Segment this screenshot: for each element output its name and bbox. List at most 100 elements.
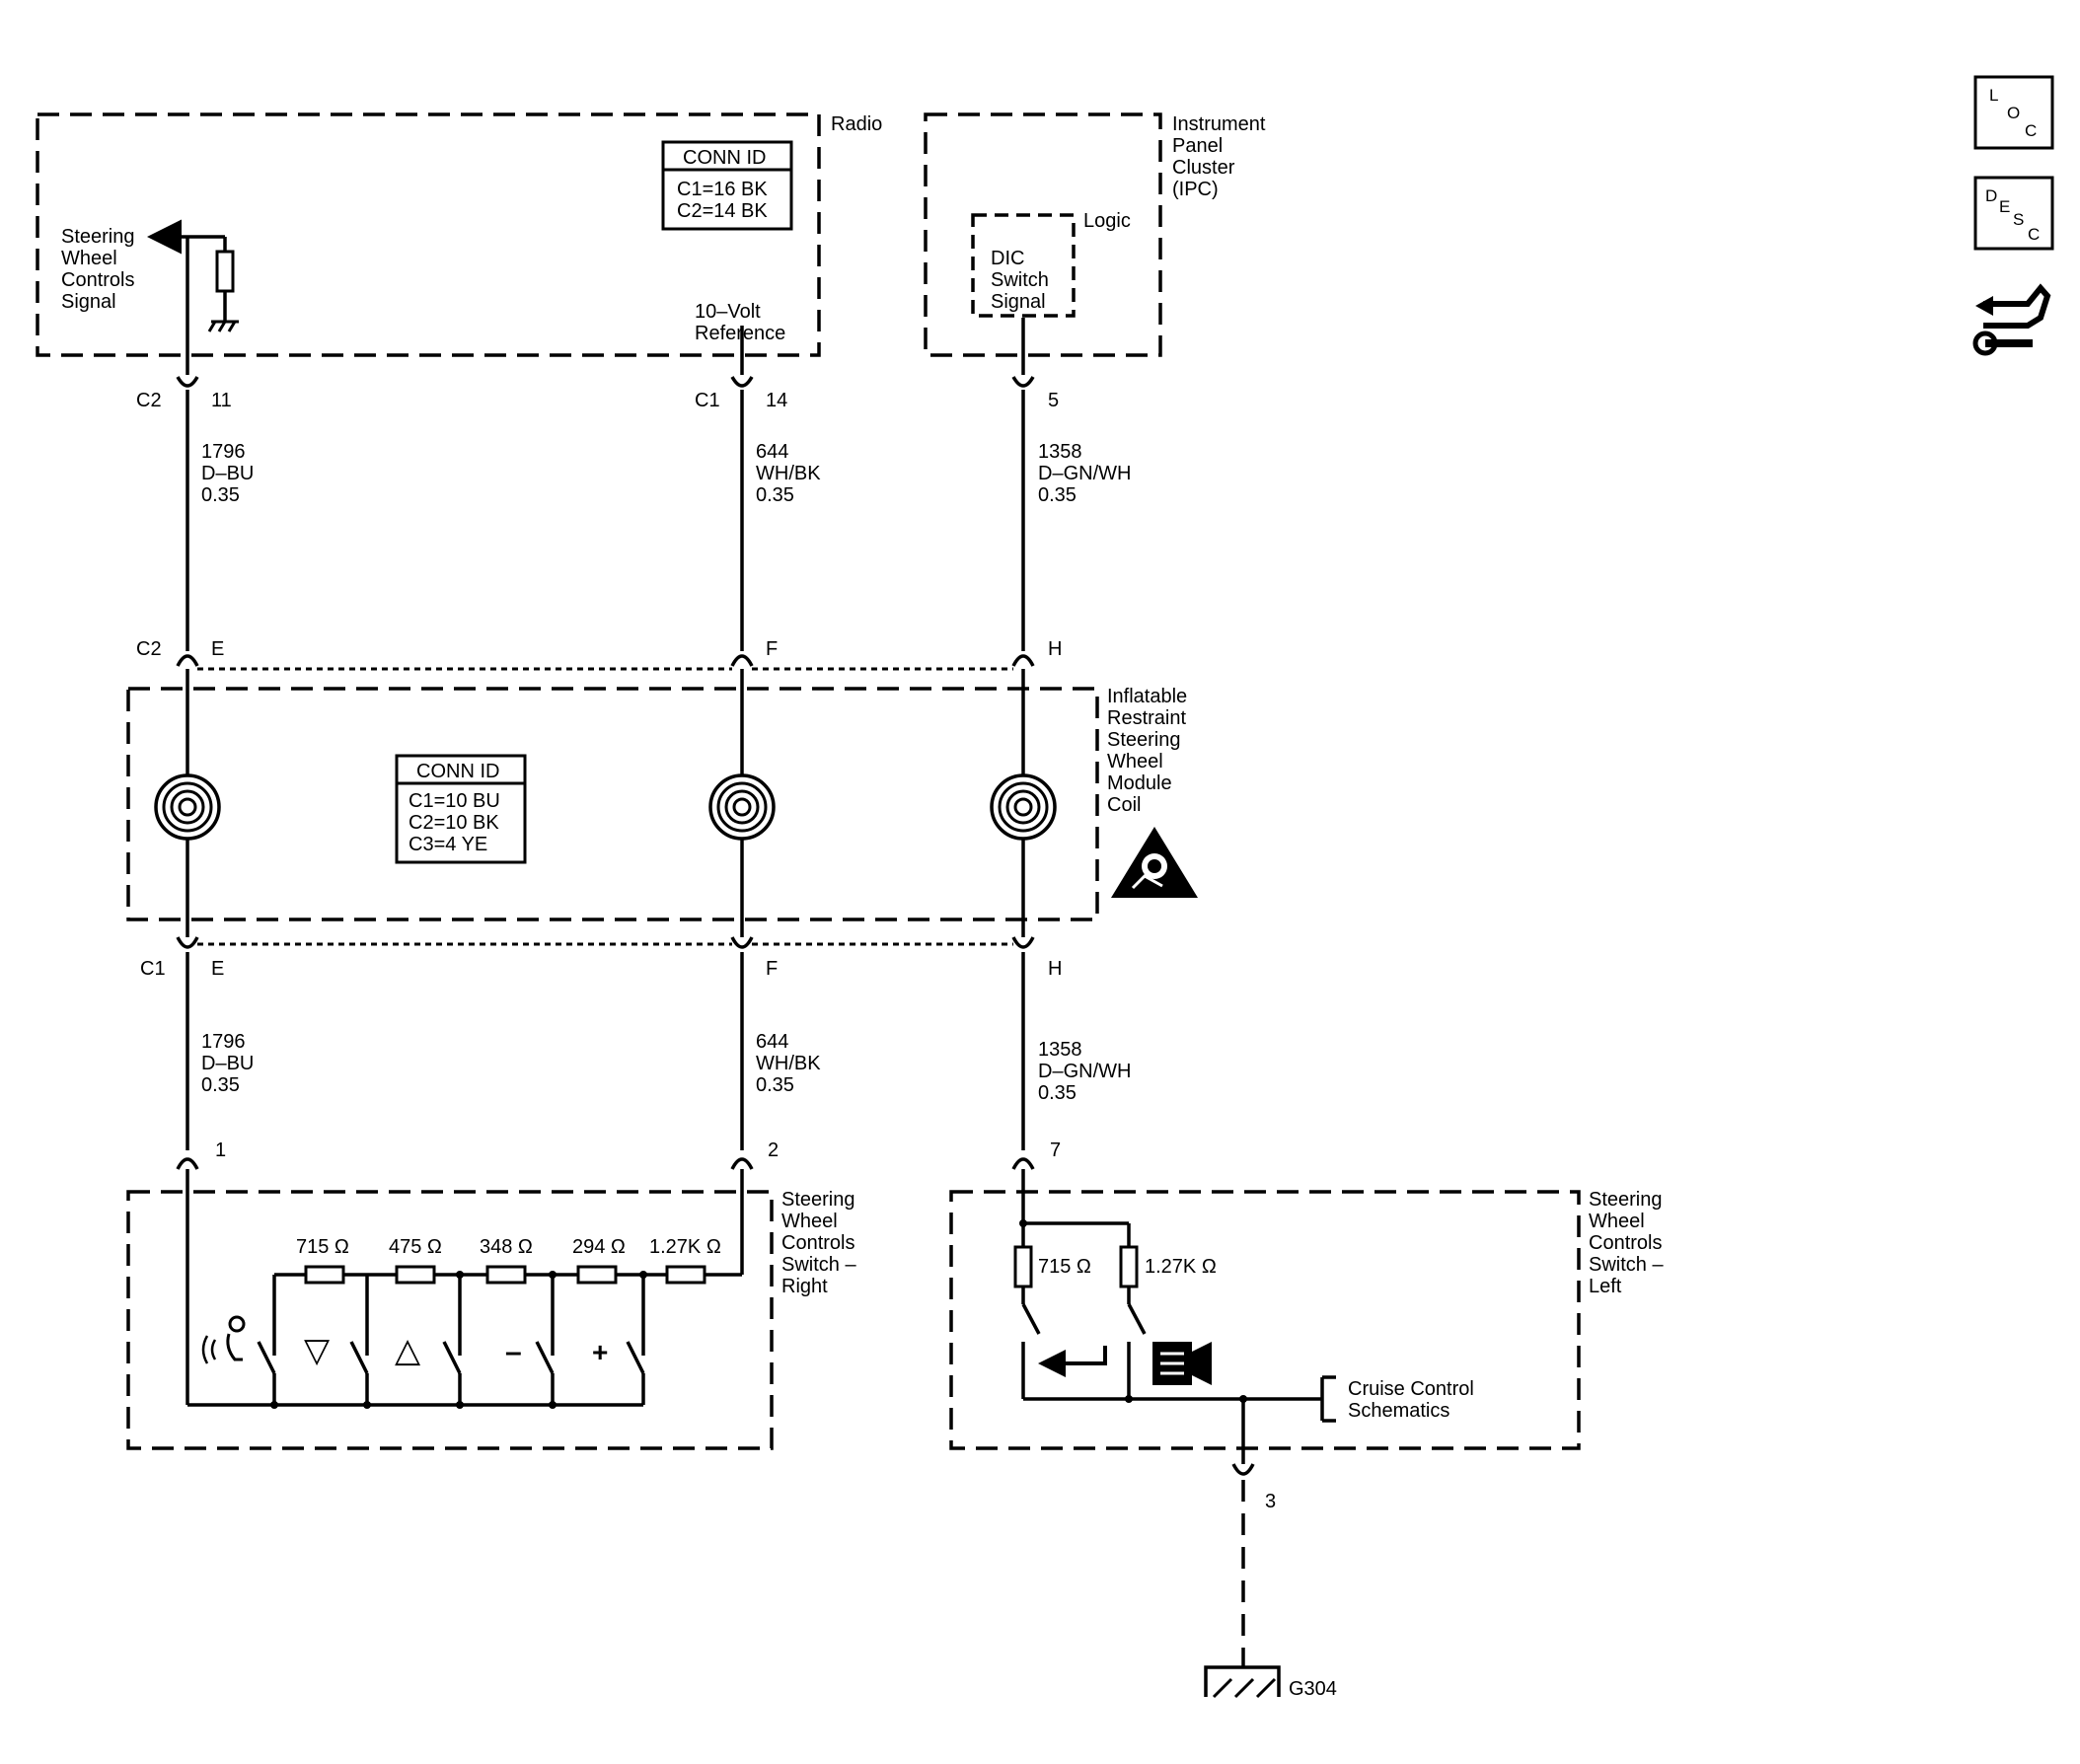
svg-text:WH/BK: WH/BK: [756, 1053, 821, 1074]
svg-text:Controls: Controls: [61, 269, 134, 291]
conn-id-row: C3=4 YE: [409, 834, 487, 855]
dic-signal-label: DIC Switch Signal: [991, 248, 1049, 313]
resistor: [1119, 1245, 1139, 1288]
desc-letter-c: C: [2028, 225, 2040, 244]
pin-letter: H: [1048, 958, 1062, 980]
svg-text:Steering: Steering: [1107, 729, 1181, 751]
svg-text:Right: Right: [781, 1276, 828, 1297]
svg-text:Steering: Steering: [781, 1189, 855, 1211]
resistor-value: 715 Ω: [296, 1236, 349, 1258]
svg-text:0.35: 0.35: [756, 1074, 794, 1096]
clockspring-icon: [154, 773, 221, 841]
chassis-ground-icon: [207, 320, 239, 332]
wire-label-left-lower: 1796 D–BU 0.35: [201, 1031, 254, 1096]
airbag-warning-icon: [1111, 827, 1198, 898]
desc-letter-d: D: [1985, 186, 1997, 205]
svg-text:Signal: Signal: [991, 291, 1046, 313]
svg-text:Wheel: Wheel: [61, 248, 117, 269]
coil-top-connector: [176, 654, 1035, 671]
resistor-value: 294 Ω: [572, 1236, 626, 1258]
svg-text:D–BU: D–BU: [201, 463, 254, 484]
loc-icon[interactable]: L O C: [1973, 75, 2054, 150]
voice-command-icon: [201, 1315, 246, 1364]
pin-connector-label: C1: [695, 390, 720, 411]
pin-number: 11: [211, 390, 232, 411]
logic-box: [971, 213, 1076, 318]
svg-text:Left: Left: [1589, 1276, 1622, 1297]
svg-text:D–GN/WH: D–GN/WH: [1038, 463, 1131, 484]
connector-pin: [730, 376, 754, 388]
connector-pin: [1011, 1157, 1035, 1170]
reference-label: 10–Volt Reference: [695, 301, 785, 344]
radio-conn-id-table: CONN ID C1=16 BK C2=14 BK: [661, 140, 793, 231]
svg-text:Cluster: Cluster: [1172, 157, 1235, 179]
svg-text:Steering: Steering: [1589, 1189, 1663, 1211]
svg-text:Signal: Signal: [61, 291, 116, 313]
loc-letter-c: C: [2025, 121, 2037, 140]
svg-text:0.35: 0.35: [756, 484, 794, 506]
switch-right-box: [126, 1190, 774, 1450]
resistor-value: 1.27K Ω: [1145, 1256, 1217, 1278]
connector-tool-icon[interactable]: [1972, 283, 2051, 356]
svg-text:Wheel: Wheel: [1107, 751, 1163, 772]
resistor: [304, 1265, 345, 1285]
pin-number: 1: [215, 1139, 226, 1161]
connector-pin: [1231, 1463, 1255, 1476]
ground-icon: [1204, 1665, 1281, 1699]
pin-number: 7: [1050, 1139, 1061, 1161]
radio-module: Radio CONN ID C1=16 BK C2=14 BK Steering…: [36, 112, 882, 357]
desc-icon[interactable]: D E S C: [1973, 176, 2054, 251]
svg-text:Restraint: Restraint: [1107, 707, 1186, 729]
ipc-box: [924, 112, 1162, 357]
resistor: [1013, 1245, 1033, 1288]
pin-number: 14: [766, 390, 787, 411]
ground-label: G304: [1289, 1678, 1337, 1700]
pin-connector-label: C2: [136, 638, 162, 660]
resistor: [576, 1265, 618, 1285]
resistor: [395, 1265, 436, 1285]
svg-text:Module: Module: [1107, 772, 1172, 794]
svg-text:Cruise Control: Cruise Control: [1348, 1378, 1474, 1400]
conn-id-row: C1=16 BK: [677, 179, 768, 200]
pin-number: 3: [1265, 1491, 1276, 1512]
svg-text:1796: 1796: [201, 1031, 246, 1053]
wire-label-middle-lower: 644 WH/BK 0.35: [756, 1031, 821, 1096]
svg-text:1358: 1358: [1038, 441, 1082, 463]
svg-text:0.35: 0.35: [201, 1074, 240, 1096]
connector-pin: [176, 1157, 199, 1170]
pin-number: 5: [1048, 390, 1059, 411]
svg-text:Switch: Switch: [991, 269, 1049, 291]
steering-wheel-controls-switch-left: Steering Wheel Controls Switch – Left 71…: [949, 1169, 1664, 1464]
svg-text:(IPC): (IPC): [1172, 179, 1219, 200]
svg-text:1796: 1796: [201, 441, 246, 463]
svg-text:Controls: Controls: [1589, 1232, 1662, 1254]
svg-text:0.35: 0.35: [1038, 484, 1077, 506]
svg-text:DIC: DIC: [991, 248, 1024, 269]
coil-title: Inflatable Restraint Steering Wheel Modu…: [1107, 686, 1187, 816]
info-display-icon: [1152, 1342, 1212, 1385]
svg-text:Controls: Controls: [781, 1232, 854, 1254]
conn-id-row: C1=10 BU: [409, 790, 500, 812]
connector-pin: [176, 376, 199, 388]
svg-text:D–BU: D–BU: [201, 1053, 254, 1074]
svg-text:D–GN/WH: D–GN/WH: [1038, 1061, 1131, 1082]
switch-left-box: [949, 1190, 1581, 1450]
svg-text:Switch –: Switch –: [781, 1254, 856, 1276]
svg-text:Schematics: Schematics: [1348, 1400, 1449, 1422]
svg-text:Wheel: Wheel: [1589, 1211, 1645, 1232]
coil-box: [126, 687, 1099, 921]
svg-text:Steering: Steering: [61, 226, 135, 248]
pullup-resistor: [215, 250, 235, 293]
wire-label-middle-upper: 644 WH/BK 0.35: [756, 441, 821, 506]
clockspring-icon: [708, 773, 776, 841]
steering-wheel-coil-module: Inflatable Restraint Steering Wheel Modu…: [126, 669, 1198, 937]
resistor-value: 1.27K Ω: [649, 1236, 721, 1258]
select-arrow-icon: [1038, 1346, 1107, 1377]
volume-up-icon: △: [395, 1332, 421, 1369]
resistor: [665, 1265, 706, 1285]
cruise-control-reference[interactable]: Cruise Control Schematics: [1348, 1378, 1474, 1422]
seek-down-icon: –: [505, 1336, 522, 1368]
radio-box: [36, 112, 821, 357]
resistor-value: 475 Ω: [389, 1236, 442, 1258]
